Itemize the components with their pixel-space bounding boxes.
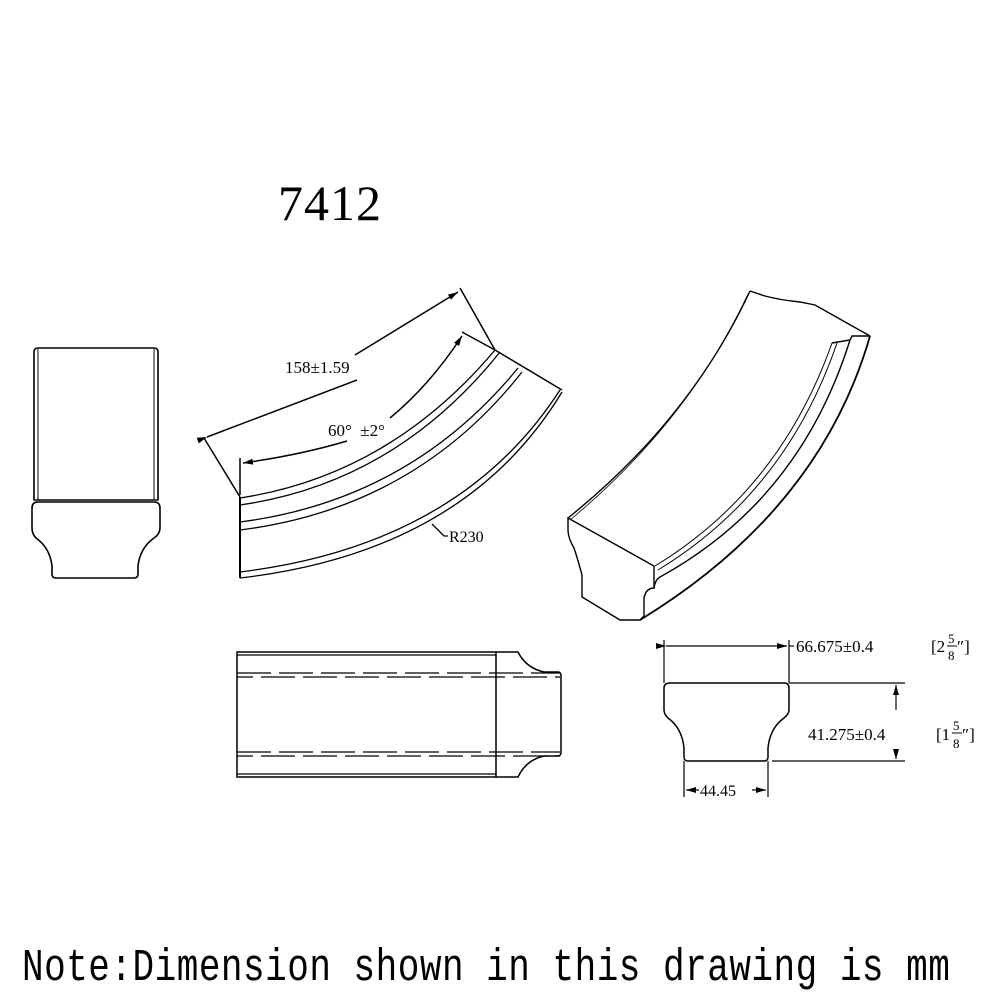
base-width-dimension: 44.45 — [700, 783, 736, 800]
height-dimension: 41.275±0.4 — [808, 725, 886, 744]
width-dimension: 66.675±0.4 — [796, 637, 874, 656]
arc-length-dimension: 158±1.59 — [285, 358, 350, 377]
units-note: Note:Dimension shown in this drawing is … — [22, 942, 951, 994]
straight-top-view — [236, 651, 562, 778]
height-inch-whole: [1 — [936, 725, 950, 744]
part-number-title: 7412 — [278, 175, 382, 231]
width-inch-whole: [2 — [931, 637, 945, 656]
isometric-view — [567, 290, 871, 621]
side-end-view — [31, 347, 161, 579]
angle-dimension: 60° ±2° — [328, 421, 385, 440]
width-inch-denominator: 8 — [948, 648, 955, 663]
width-inch-close: ″] — [957, 637, 970, 656]
radius-dimension: R230 — [449, 529, 484, 546]
height-inch-numerator: 5 — [953, 718, 960, 733]
cross-section-profile — [656, 640, 905, 797]
arc-plan-view — [196, 287, 563, 579]
height-inch-close: ″] — [962, 725, 975, 744]
height-inch-denominator: 8 — [953, 736, 960, 751]
width-inch-numerator: 5 — [948, 631, 955, 646]
